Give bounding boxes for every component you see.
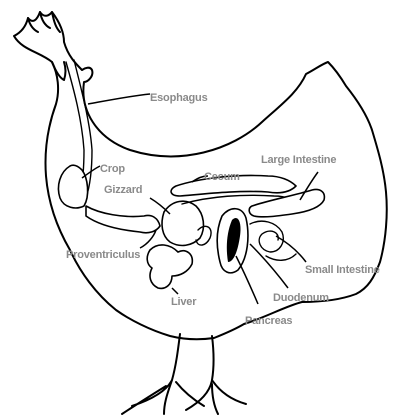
proventriculus-organ xyxy=(86,206,160,233)
liver-organ xyxy=(147,245,192,288)
right-leg xyxy=(186,336,246,414)
gizzard-organ xyxy=(162,201,203,245)
label-cecum: Cecum xyxy=(204,171,240,183)
liver-leader xyxy=(172,288,178,294)
label-small-intestine: Small Intestine xyxy=(305,264,380,276)
wattle xyxy=(52,62,66,80)
label-esophagus: Esophagus xyxy=(150,92,208,104)
label-duodenum: Duodenum xyxy=(273,292,329,304)
left-leg xyxy=(122,334,204,414)
esophagus-leader xyxy=(88,94,150,104)
label-proventriculus: Proventriculus xyxy=(66,249,140,261)
crop-organ xyxy=(58,165,87,208)
pancreas-leader xyxy=(236,256,258,304)
large-intestine-organ xyxy=(249,189,324,216)
gizzard-leader xyxy=(150,198,170,214)
label-liver: Liver xyxy=(171,296,197,308)
label-gizzard: Gizzard xyxy=(104,184,142,196)
label-pancreas: Pancreas xyxy=(245,315,292,327)
label-large-intestine: Large Intestine xyxy=(261,154,336,166)
duodenum-leader xyxy=(250,244,288,288)
label-crop: Crop xyxy=(100,163,125,175)
